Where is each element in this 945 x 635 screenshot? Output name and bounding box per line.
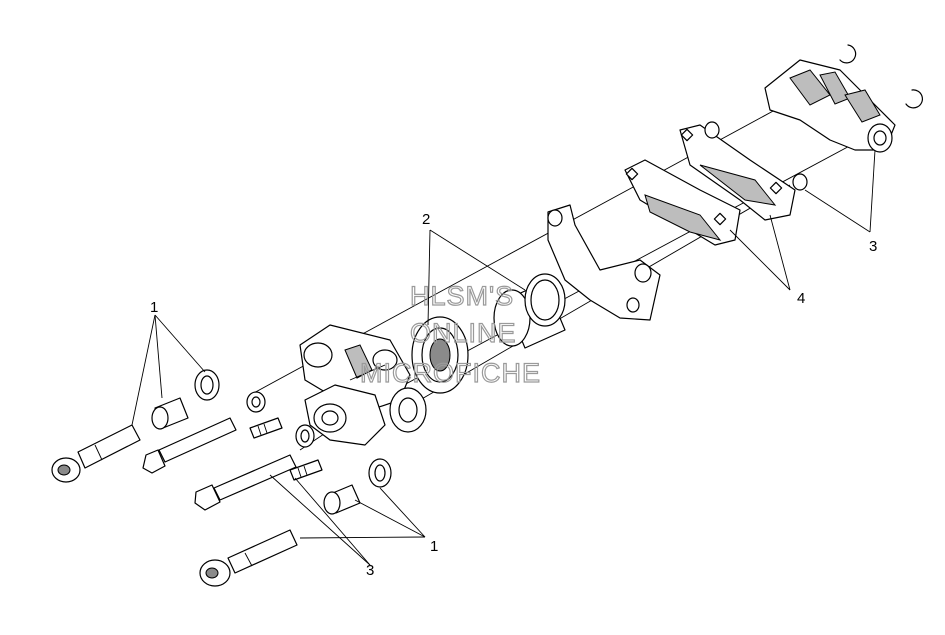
spacer-sleeve-upper <box>151 397 189 430</box>
watermark-line-3: MICROFICHE <box>360 358 541 388</box>
bolt-socket-head-lower <box>199 529 298 587</box>
washer-lower <box>295 424 315 448</box>
caliper-housing-right <box>704 59 896 191</box>
watermark-line-2: ONLINE <box>410 318 517 348</box>
bleeder-screw-upper <box>249 417 283 439</box>
spacer-sleeve-lower <box>323 484 361 515</box>
callout-1-left: 1 <box>150 299 158 316</box>
watermark: HLSM'S ONLINE MICROFICHE <box>359 280 541 388</box>
leader-lines <box>131 149 876 566</box>
brake-pad-front <box>624 159 741 246</box>
retaining-clip-lower <box>905 89 923 109</box>
hex-bolt-middle <box>142 417 237 474</box>
washer-small <box>246 391 266 413</box>
piston-seal-assembly <box>411 273 566 394</box>
bolt-socket-head-upper <box>51 424 141 483</box>
washer-upper <box>194 369 220 401</box>
hex-bolt-lower <box>194 454 297 511</box>
watermark-line-1: HLSM'S <box>410 281 514 311</box>
callout-4: 4 <box>797 290 805 307</box>
callout-3-bottom: 3 <box>366 562 374 579</box>
callout-1-bottom: 1 <box>430 538 438 555</box>
retaining-clip-upper <box>839 44 857 64</box>
callout-3-right: 3 <box>869 238 877 255</box>
washer-lower-2 <box>368 458 392 488</box>
caliper-housing-left <box>299 324 427 446</box>
callout-2: 2 <box>422 211 430 228</box>
mounting-bracket <box>547 204 661 321</box>
bleeder-screw-lower <box>289 459 323 481</box>
